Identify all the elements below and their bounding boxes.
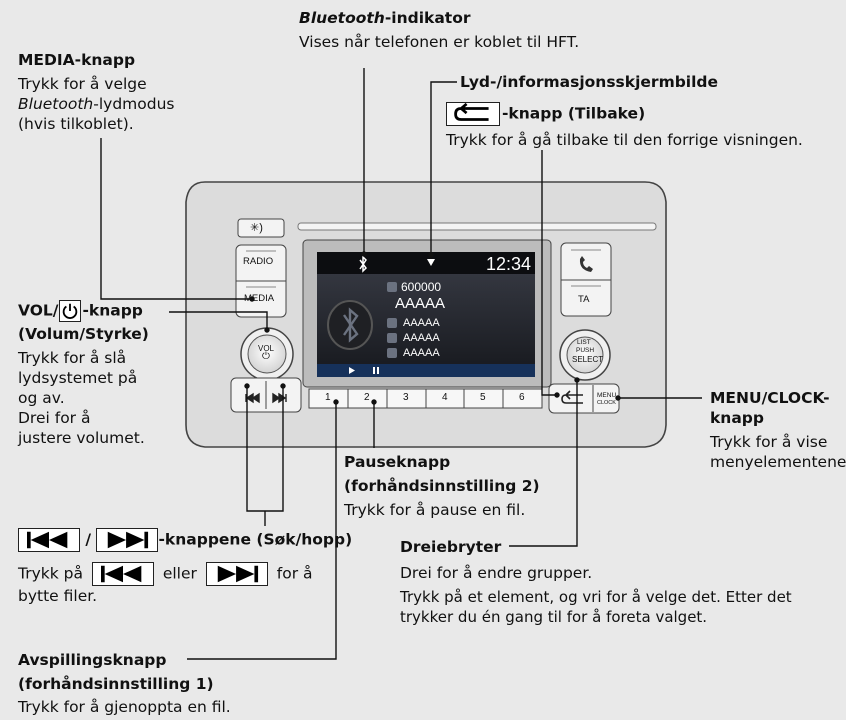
dial-desc-2: Trykk på et element, og vri for å velge … <box>400 588 792 606</box>
back-button-title: -knapp (Tilbake) <box>446 102 645 126</box>
seek-back-icon[interactable] <box>245 392 260 404</box>
menu-button-label[interactable]: MENU <box>597 392 617 399</box>
bluetooth-status-icon <box>359 255 367 273</box>
bluetooth-indicator-title: Bluetooth-indikator <box>299 8 471 28</box>
preset-1[interactable]: 1 <box>325 392 331 403</box>
disc-slot <box>297 222 657 231</box>
media-button-desc-3: (hvis tilkoblet). <box>18 115 134 133</box>
play-button-title-1: Avspillingsknapp <box>18 651 167 669</box>
pause-button-desc: Trykk for å pause en fil. <box>344 501 526 519</box>
back-arrow-icon[interactable] <box>561 390 583 404</box>
seek-desc-a: Trykk på <box>18 564 83 583</box>
push-label: PUSH <box>576 347 595 354</box>
light-button[interactable] <box>237 218 285 238</box>
bluetooth-indicator-title-rest: -indikator <box>384 9 471 27</box>
screen-row-5: AAAAA <box>403 347 440 359</box>
screen-time: 12:34 <box>486 254 532 274</box>
screen-row-4: AAAAA <box>403 332 440 344</box>
back-button-desc: Trykk for å gå tilbake til den forrige v… <box>446 131 803 149</box>
seek-buttons-desc-2: bytte filer. <box>18 587 98 605</box>
back-key-icon <box>446 102 500 126</box>
vol-button-title-a: VOL/ <box>18 301 59 320</box>
power-key-icon <box>59 300 82 322</box>
pause-button-title-2: (forhåndsinnstilling 2) <box>344 477 540 495</box>
screen-label: Lyd-/informasjonsskjermbilde <box>460 73 719 91</box>
media-button[interactable]: MEDIA <box>244 293 275 304</box>
clock-button-label[interactable]: CLOCK <box>597 400 616 406</box>
seek-buttons-title: / -knappene (Søk/hopp) <box>18 528 352 552</box>
vol-desc-2: lydsystemet på <box>18 369 138 387</box>
bluetooth-indicator-title-italic: Bluetooth <box>299 9 385 27</box>
vol-button-title: VOL/ -knapp <box>18 300 143 322</box>
pause-button-title-1: Pauseknapp <box>344 453 451 471</box>
back-button-title-text: -knapp (Tilbake) <box>502 104 646 123</box>
screen-row-3: AAAAA <box>403 317 440 329</box>
seek-back-key-icon-2 <box>91 562 154 586</box>
list-label: LIST <box>577 339 591 346</box>
menu-clock-title-1: MENU/CLOCK- <box>710 389 830 407</box>
dial-desc-1: Drei for å endre grupper. <box>400 564 593 582</box>
preset-2[interactable]: 2 <box>364 392 370 403</box>
preset-6[interactable]: 6 <box>519 392 525 403</box>
screen-row-2: AAAAA <box>395 295 446 312</box>
screen-marker-icon <box>427 259 435 266</box>
play-button-title-2: (forhåndsinnstilling 1) <box>18 675 214 693</box>
select-label: SELECT <box>572 355 604 364</box>
preset-3[interactable]: 3 <box>403 392 409 403</box>
seek-buttons-title-text: -knappene (Søk/hopp) <box>158 530 353 549</box>
phone-icon[interactable] <box>579 256 593 272</box>
dial-title: Dreiebryter <box>400 538 502 556</box>
seek-buttons-desc-1: Trykk på eller for å <box>18 562 313 586</box>
media-button-title: MEDIA-knapp <box>18 51 136 69</box>
media-button-desc-2-rest: -lydmodus <box>93 95 175 113</box>
menu-clock-title-2: knapp <box>710 409 764 427</box>
screen-row-1: 600000 <box>401 280 442 294</box>
radio-button[interactable]: RADIO <box>243 256 274 267</box>
dial-desc-3: trykker du én gang til for å foreta valg… <box>400 608 708 626</box>
menu-clock-desc-1: Trykk for å vise <box>710 433 828 451</box>
bluetooth-indicator-desc: Vises når telefonen er koblet til HFT. <box>299 33 580 51</box>
screen-bluetooth-logo <box>343 307 359 343</box>
vol-desc-3: og av. <box>18 389 65 407</box>
media-button-desc-1: Trykk for å velge <box>18 75 147 93</box>
vol-desc-4: Drei for å <box>18 409 91 427</box>
seek-forward-key-icon-2 <box>205 562 268 586</box>
seek-desc-c: for å <box>276 564 313 583</box>
preset-5[interactable]: 5 <box>480 392 486 403</box>
menu-clock-desc-2: menyelementene. <box>710 453 846 471</box>
vol-label: VOL <box>258 344 275 353</box>
preset-4[interactable]: 4 <box>442 392 448 403</box>
media-button-desc-2: Bluetooth-lydmodus <box>18 94 174 114</box>
power-symbol: ⏻ <box>262 351 270 362</box>
screen-play-icon <box>349 367 355 374</box>
vol-button-title-2: (Volum/Styrke) <box>18 325 149 343</box>
vol-desc-5: justere volumet. <box>18 429 145 447</box>
vol-button-title-b: -knapp <box>82 301 143 320</box>
media-button-desc-2-italic: Bluetooth <box>18 95 94 113</box>
light-button-label[interactable]: ✳) <box>250 222 263 234</box>
ta-button[interactable]: TA <box>578 294 590 305</box>
vol-desc-1: Trykk for å slå <box>18 349 127 367</box>
seek-forward-key-icon <box>96 528 159 552</box>
play-button-desc: Trykk for å gjenoppta en fil. <box>18 698 231 716</box>
seek-buttons-slash: / <box>85 530 92 549</box>
seek-forward-icon[interactable] <box>272 392 287 404</box>
seek-back-key-icon <box>18 528 80 552</box>
seek-desc-b: eller <box>162 564 197 583</box>
